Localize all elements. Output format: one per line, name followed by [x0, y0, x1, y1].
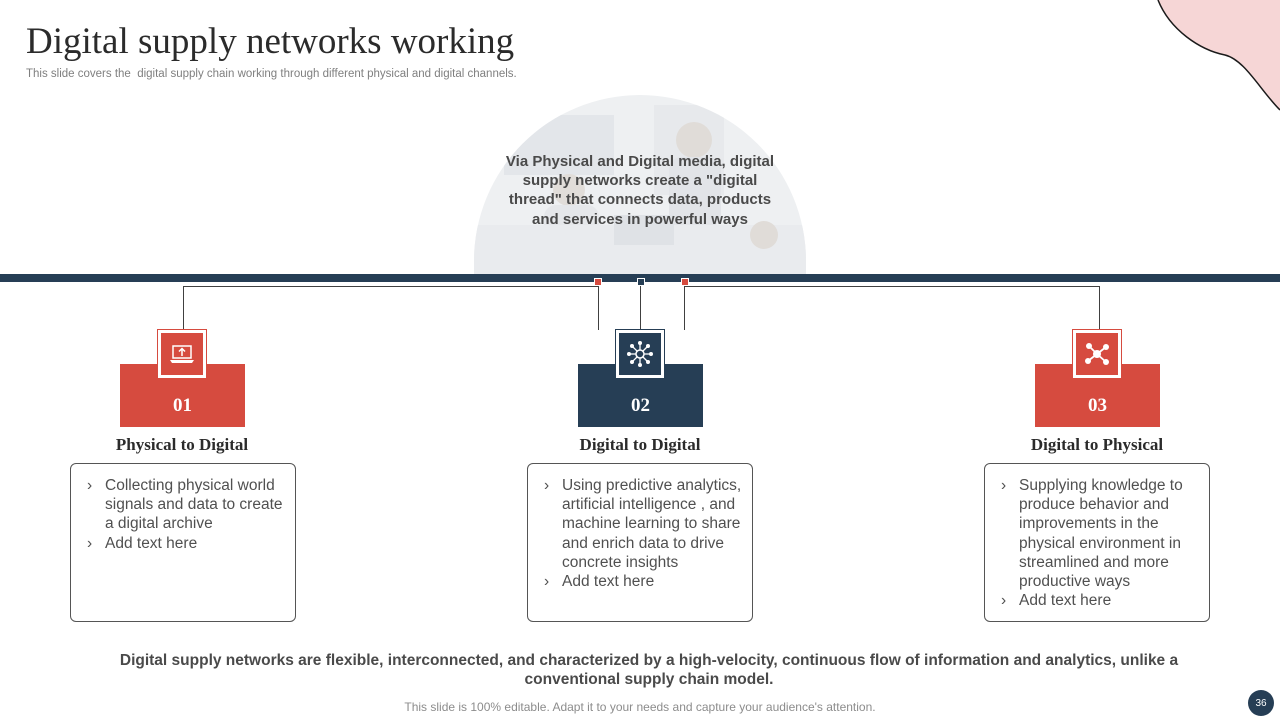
- column-heading-2: Digital to Digital: [579, 435, 701, 454]
- corner-decoration: [1157, 0, 1280, 111]
- page-subtitle: This slide covers the digital supply cha…: [26, 68, 517, 80]
- step-number-2: 02: [631, 395, 650, 416]
- molecule-network-icon: [1072, 329, 1122, 379]
- connector-dot-3: [681, 278, 689, 286]
- connector-line-3: [684, 286, 1100, 330]
- bullet-item: Add text here: [544, 572, 742, 591]
- column-heading-1: Physical to Digital: [115, 435, 249, 454]
- bullet-item: Supplying knowledge to produce behavior …: [1001, 476, 1199, 591]
- step-number-3: 03: [1088, 395, 1107, 416]
- column-card-2: Using predictive analytics, artificial i…: [527, 463, 753, 622]
- laptop-upload-icon: [157, 329, 207, 379]
- connector-line-2: [640, 286, 641, 329]
- network-hub-icon: [615, 329, 665, 379]
- bullet-item: Add text here: [1001, 591, 1199, 610]
- hero-photo: [474, 95, 806, 275]
- page-number-badge: 36: [1248, 690, 1274, 716]
- page-title: Digital supply networks working: [26, 21, 515, 62]
- hero-text: Via Physical and Digital media, digital …: [505, 153, 775, 228]
- connector-dot-1: [594, 278, 602, 286]
- bullet-item: Add text here: [87, 534, 285, 553]
- connector-line-1: [183, 286, 599, 330]
- column-heading-3: Digital to Physical: [1030, 435, 1164, 454]
- bullet-item: Using predictive analytics, artificial i…: [544, 476, 742, 572]
- page-number: 36: [1255, 697, 1267, 709]
- step-number-1: 01: [173, 395, 192, 416]
- column-card-3: Supplying knowledge to produce behavior …: [984, 463, 1210, 622]
- column-card-1: Collecting physical world signals and da…: [70, 463, 296, 622]
- footer-note: This slide is 100% editable. Adapt it to…: [404, 700, 876, 714]
- connector-dot-2: [637, 278, 645, 286]
- bullet-item: Collecting physical world signals and da…: [87, 476, 285, 534]
- summary-text: Digital supply networks are flexible, in…: [119, 652, 1179, 688]
